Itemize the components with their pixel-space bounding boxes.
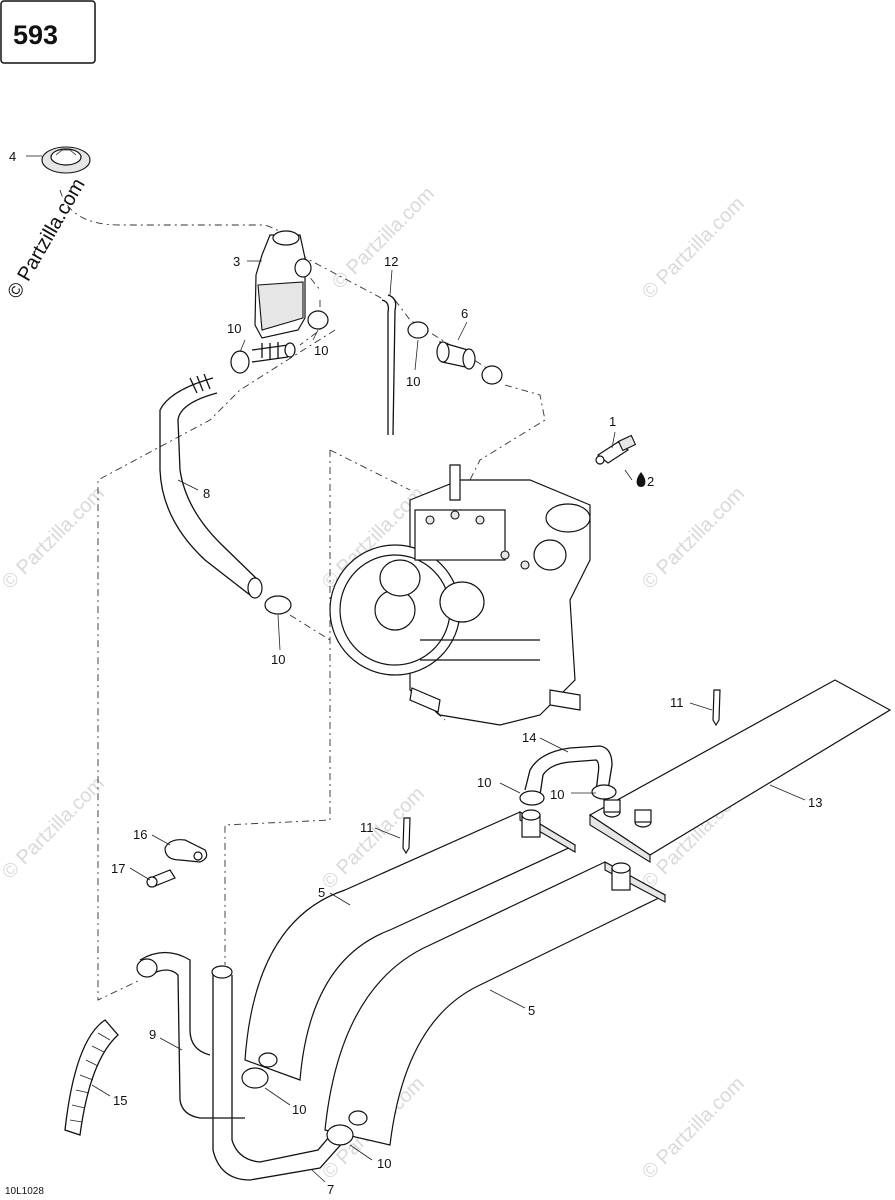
callout-3: 3 <box>233 254 240 269</box>
copyright-text: © Partzilla.com <box>3 175 89 303</box>
leader-lines <box>26 155 806 1183</box>
temperature-sensor <box>595 434 637 465</box>
bolt <box>402 689 721 855</box>
heat-exchanger <box>588 679 892 863</box>
heat-exchanger <box>244 809 577 1081</box>
heat-exchanger <box>324 861 667 1146</box>
callout-17: 17 <box>111 861 125 876</box>
watermark-text: © Partzilla.com <box>0 773 109 884</box>
callout-6: 6 <box>461 306 468 321</box>
callout-10: 10 <box>227 321 241 336</box>
callout-4: 4 <box>9 149 16 164</box>
hose-clamp <box>519 790 545 806</box>
callout-15: 15 <box>113 1093 127 1108</box>
callout-16: 16 <box>133 827 147 842</box>
drop-icon <box>636 472 646 487</box>
hose-clamp <box>230 310 503 385</box>
engine <box>329 464 591 726</box>
callout-10: 10 <box>477 775 491 790</box>
radiator-cap <box>41 146 91 174</box>
hose-connector <box>436 341 476 370</box>
callout-2: 2 <box>647 474 654 489</box>
callout-11: 11 <box>360 820 374 835</box>
callout-10: 10 <box>314 343 328 358</box>
hose-clamp <box>241 1052 368 1146</box>
screw <box>146 869 176 888</box>
hose-clamp <box>264 595 292 615</box>
callout-10: 10 <box>292 1102 306 1117</box>
watermark-text: © Partzilla.com <box>638 483 749 594</box>
lower-hose <box>136 951 245 1119</box>
callout-13: 13 <box>808 795 822 810</box>
lower-hose-7 <box>212 1080 346 1181</box>
callout-14: 14 <box>522 730 536 745</box>
callout-10: 10 <box>550 787 564 802</box>
callout-12: 12 <box>384 254 398 269</box>
ribbed-hose <box>64 1019 119 1136</box>
callout-5: 5 <box>528 1003 535 1018</box>
drawing-code: 10L1028 <box>5 1186 44 1197</box>
coolant-tank <box>251 230 312 363</box>
callout-1: 1 <box>609 414 616 429</box>
callout-10: 10 <box>406 374 420 389</box>
hose-clamp <box>591 784 617 800</box>
callout-10: 10 <box>271 652 285 667</box>
vent-tube <box>381 294 397 436</box>
watermark-text: © Partzilla.com <box>638 193 749 304</box>
callout-8: 8 <box>203 486 210 501</box>
callout-labels: 1 2 3 4 5 5 6 7 8 9 10 10 10 10 10 10 10… <box>9 149 822 1197</box>
page-number-box: 593 <box>0 0 96 64</box>
watermark-text: © Partzilla.com <box>328 183 439 294</box>
p-clamp <box>164 839 208 863</box>
callout-5: 5 <box>318 885 325 900</box>
callout-11: 11 <box>670 695 684 710</box>
watermark-text: © Partzilla.com <box>638 1073 749 1184</box>
callout-7: 7 <box>327 1182 334 1197</box>
page-number: 593 <box>13 20 58 50</box>
crossover-hose <box>524 745 613 796</box>
callout-10: 10 <box>377 1156 391 1171</box>
callout-9: 9 <box>149 1027 156 1042</box>
watermark-text: © Partzilla.com <box>0 483 109 594</box>
upper-hose <box>159 373 263 599</box>
